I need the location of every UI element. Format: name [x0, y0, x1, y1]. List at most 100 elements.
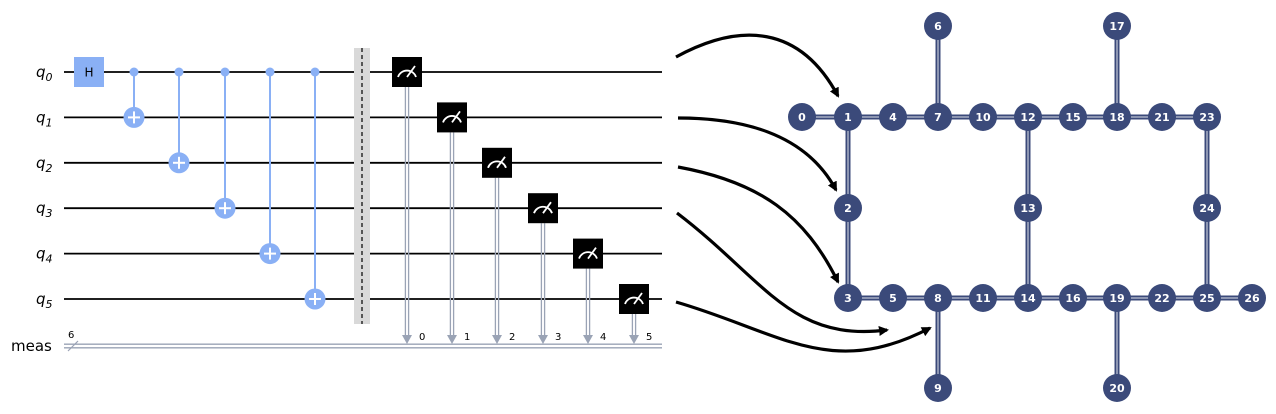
- measure-meter-arc-3: [533, 205, 553, 214]
- h-gate: [74, 57, 104, 87]
- measure-bit-label-4: 4: [600, 332, 606, 343]
- physical-qubit-label-6: 6: [934, 20, 942, 33]
- measure-arrow-4: [583, 335, 593, 344]
- h-gate-label: H: [84, 66, 93, 80]
- physical-qubit-label-19: 19: [1109, 292, 1124, 305]
- measure-gate-1: [437, 102, 467, 133]
- qubit-label-2: q2: [36, 154, 53, 175]
- physical-qubit-label-7: 7: [934, 111, 942, 124]
- qubit-label-3: q3: [36, 199, 53, 220]
- physical-qubit-label-13: 13: [1020, 202, 1035, 215]
- measure-meter-needle-0: [406, 65, 416, 78]
- measure-arrow-3: [538, 335, 548, 344]
- physical-qubit-0: [788, 103, 816, 131]
- physical-qubit-label-18: 18: [1109, 111, 1124, 124]
- physical-qubit-label-15: 15: [1065, 111, 1080, 124]
- physical-qubit-label-23: 23: [1199, 111, 1214, 124]
- measure-meter-arc-4: [578, 251, 598, 259]
- qubit-label-0: q0: [36, 63, 53, 84]
- measure-meter-needle-1: [451, 110, 461, 123]
- physical-qubit-label-1: 1: [844, 111, 852, 124]
- barrier: [354, 48, 370, 324]
- measure-arrow-1: [447, 335, 457, 344]
- physical-qubit-12: [1014, 103, 1042, 131]
- mapping-arrow-q3-to-5: [676, 211, 889, 336]
- physical-qubit-14: [1014, 284, 1042, 312]
- measure-gate-4: [573, 238, 603, 269]
- cnot-control-dot-4: [310, 67, 320, 77]
- physical-qubit-label-20: 20: [1109, 382, 1125, 395]
- physical-qubit-label-17: 17: [1109, 20, 1124, 33]
- classical-register-size: 6: [68, 330, 74, 341]
- measure-meter-arc-0: [397, 69, 417, 78]
- qubit-label-1: q1: [36, 108, 53, 129]
- physical-qubit-8: [924, 284, 952, 312]
- measure-meter-needle-5: [633, 292, 643, 305]
- physical-qubit-23: [1193, 103, 1221, 131]
- physical-qubit-11: [969, 284, 997, 312]
- physical-qubit-10: [969, 103, 997, 131]
- physical-qubit-20: [1103, 374, 1131, 402]
- measure-arrow-0: [402, 335, 412, 344]
- mapping-arrow-q1-to-2: [677, 116, 838, 192]
- physical-qubit-21: [1148, 103, 1176, 131]
- measure-gate-0: [392, 57, 422, 87]
- cnot-control-dot-2: [220, 67, 230, 77]
- measure-meter-needle-2: [496, 156, 506, 169]
- physical-qubit-3: [834, 284, 862, 312]
- physical-qubit-label-12: 12: [1020, 111, 1035, 124]
- physical-qubit-label-9: 9: [934, 382, 942, 395]
- physical-qubit-label-24: 24: [1199, 202, 1215, 215]
- physical-qubit-label-5: 5: [889, 292, 897, 305]
- physical-qubit-label-0: 0: [798, 111, 806, 124]
- physical-qubit-16: [1059, 284, 1087, 312]
- physical-qubit-label-26: 26: [1244, 292, 1260, 305]
- physical-qubit-6: [924, 12, 952, 40]
- physical-qubit-label-22: 22: [1154, 292, 1169, 305]
- physical-qubit-label-2: 2: [844, 202, 852, 215]
- physical-qubit-17: [1103, 12, 1131, 40]
- physical-qubit-5: [879, 284, 907, 312]
- physical-qubit-15: [1059, 103, 1087, 131]
- physical-qubit-2: [834, 194, 862, 222]
- cnot-control-dot-3: [265, 67, 275, 77]
- measure-bit-label-3: 3: [555, 332, 561, 343]
- physical-qubit-18: [1103, 103, 1131, 131]
- measure-meter-needle-4: [587, 247, 597, 260]
- classical-bundle-slash: [67, 340, 79, 352]
- physical-qubit-9: [924, 374, 952, 402]
- physical-qubit-7: [924, 103, 952, 131]
- mapping-arrow-q0-to-1: [675, 33, 840, 98]
- physical-qubit-13: [1014, 194, 1042, 222]
- measure-arrow-5: [629, 335, 639, 344]
- cnot-control-dot-1: [174, 67, 184, 77]
- measure-meter-arc-1: [442, 115, 462, 123]
- measure-gate-2: [482, 147, 512, 178]
- measure-bit-label-5: 5: [646, 332, 652, 343]
- physical-qubit-label-25: 25: [1199, 292, 1214, 305]
- mapping-arrow-q4-to-8: [675, 300, 932, 353]
- classical-register-label: meas: [11, 337, 52, 355]
- measure-meter-needle-3: [542, 201, 552, 214]
- physical-qubit-label-10: 10: [975, 111, 991, 124]
- physical-qubit-24: [1193, 194, 1221, 222]
- qubit-label-4: q4: [36, 245, 53, 266]
- physical-qubit-label-3: 3: [844, 292, 852, 305]
- measure-meter-arc-2: [487, 160, 507, 169]
- measure-arrow-2: [492, 335, 502, 344]
- physical-qubit-1: [834, 103, 862, 131]
- physical-qubit-label-11: 11: [975, 292, 990, 305]
- measure-gate-5: [619, 284, 649, 314]
- physical-qubit-label-8: 8: [934, 292, 942, 305]
- physical-qubit-4: [879, 103, 907, 131]
- mapping-arrow-q2-to-3: [677, 165, 840, 284]
- physical-qubit-label-14: 14: [1020, 292, 1036, 305]
- physical-qubit-19: [1103, 284, 1131, 312]
- physical-qubit-26: [1238, 284, 1266, 312]
- physical-qubit-25: [1193, 284, 1221, 312]
- measure-bit-label-0: 0: [419, 332, 425, 343]
- measure-bit-label-1: 1: [464, 332, 470, 343]
